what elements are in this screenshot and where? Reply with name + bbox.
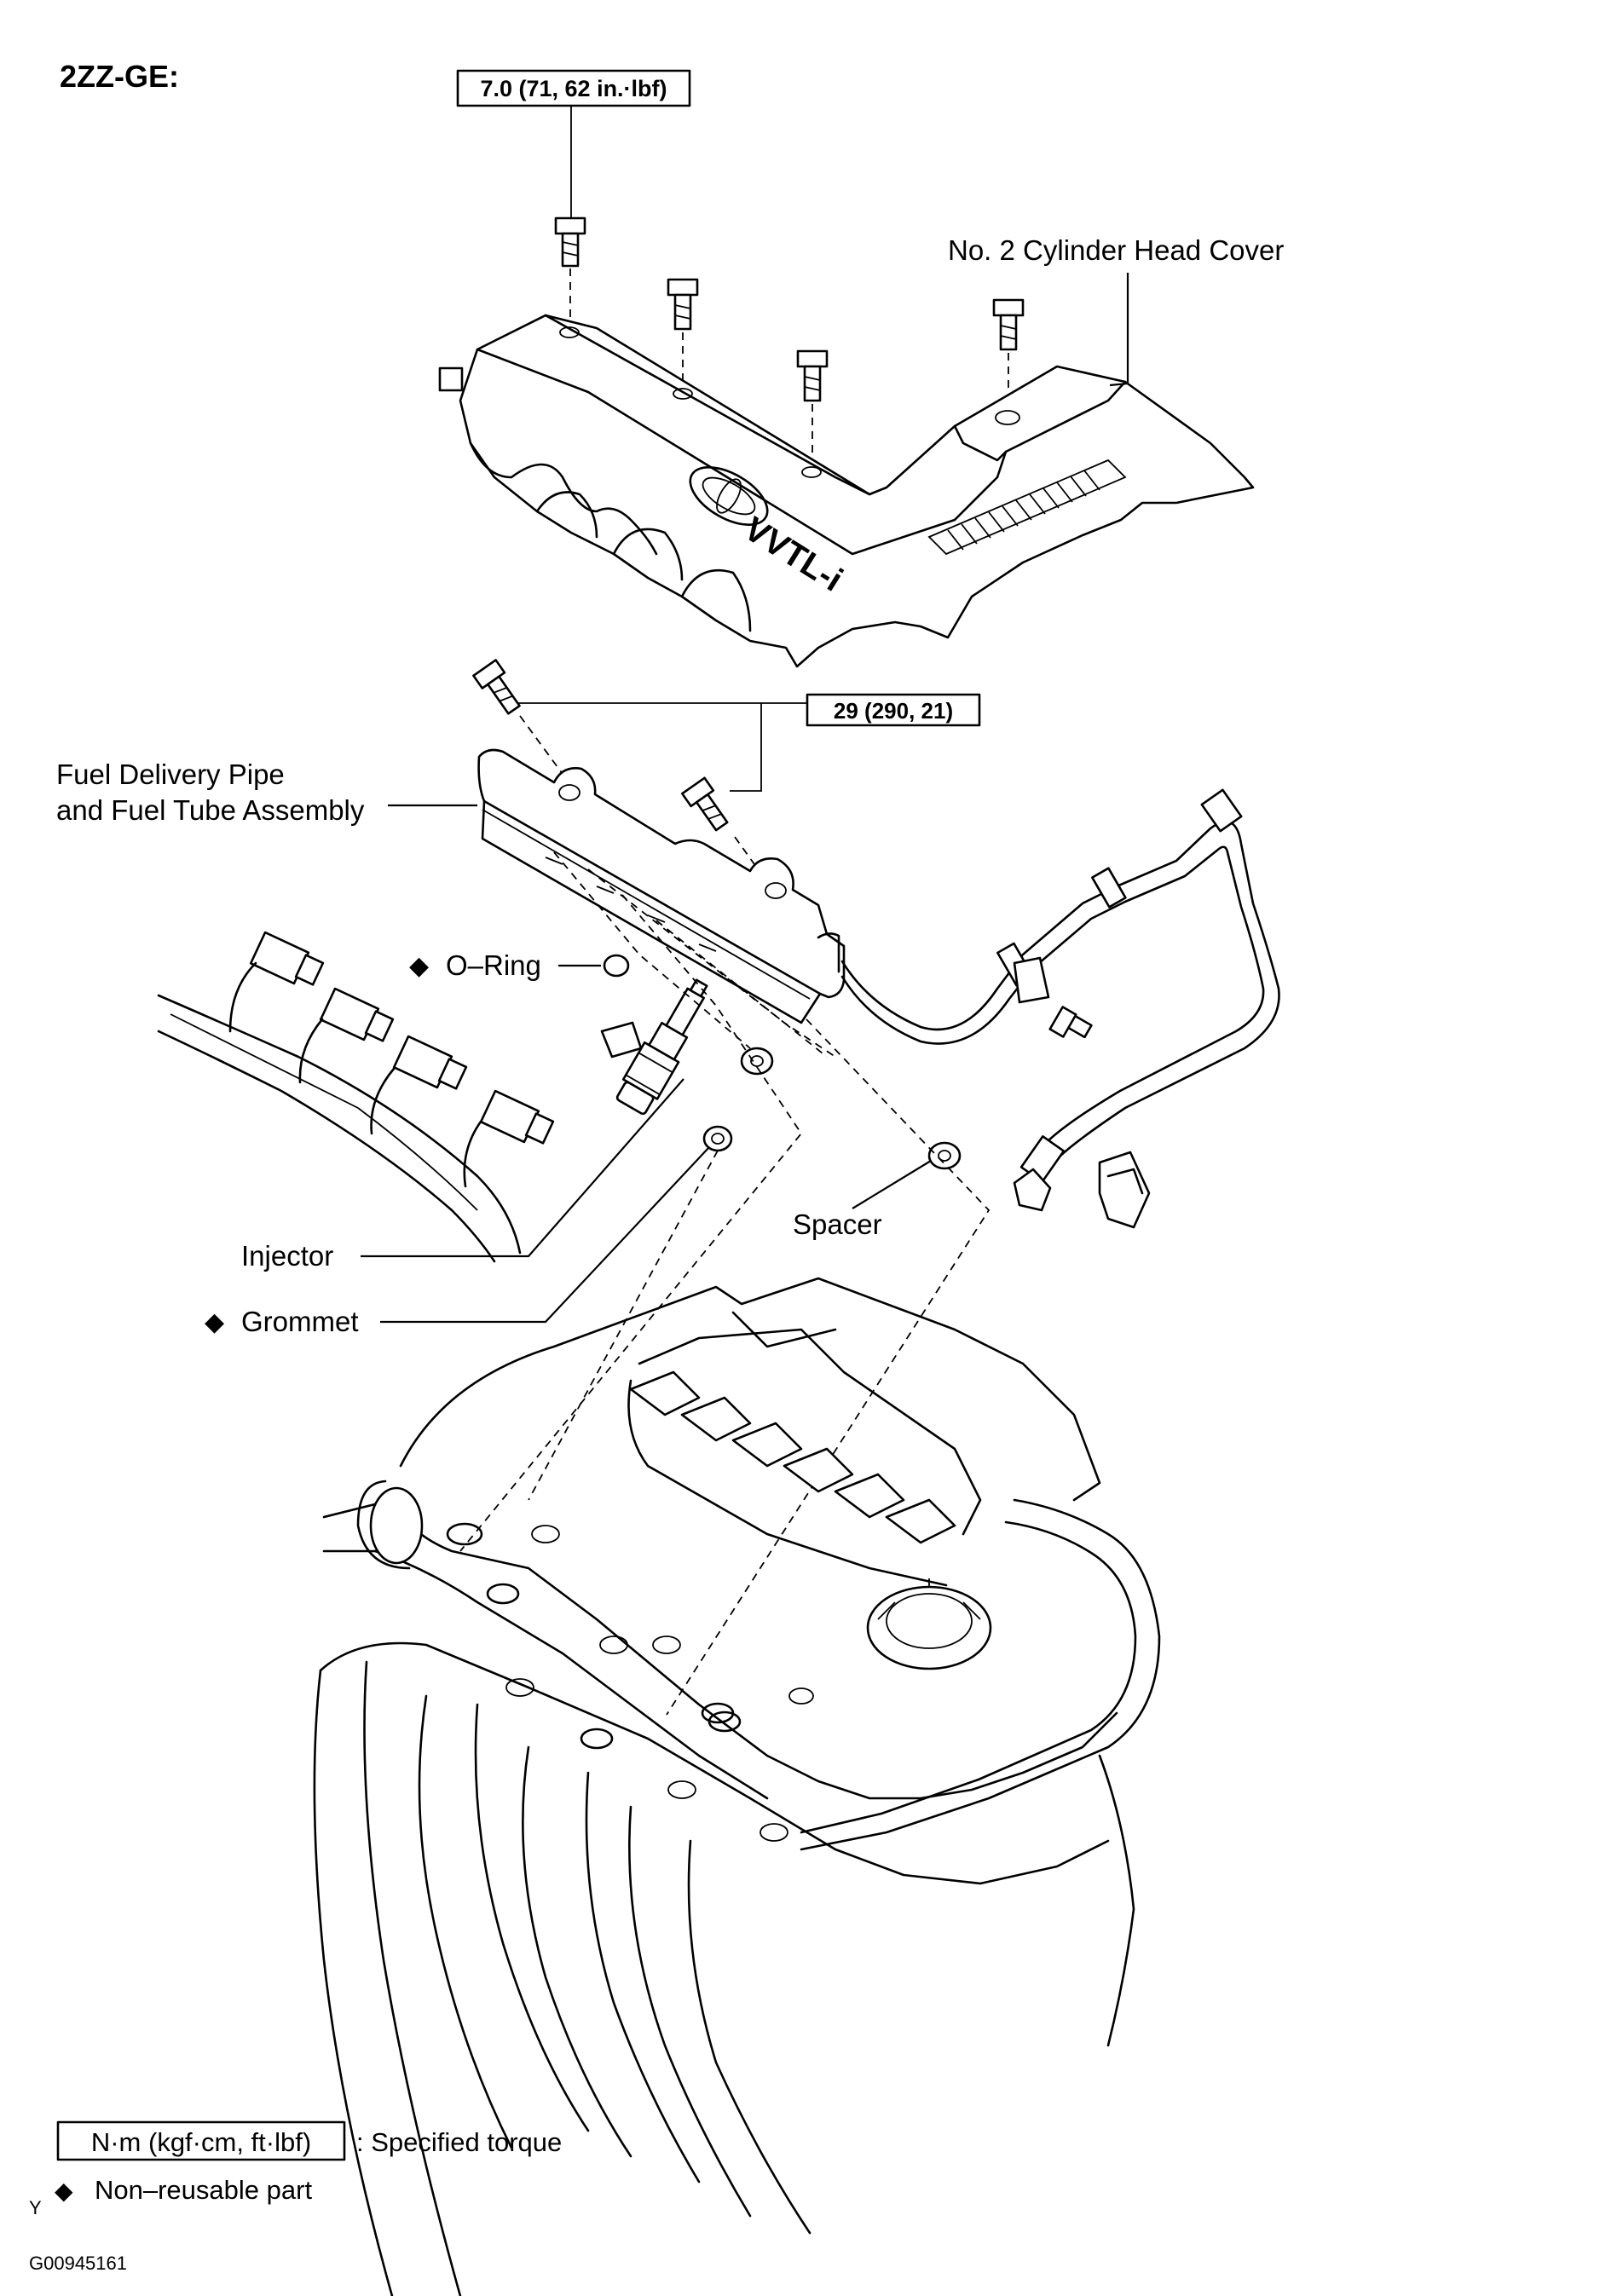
cylinder-head-cover: VVTL-i	[438, 314, 1255, 668]
figure-id: G00945161	[29, 2253, 127, 2274]
corner-mark: Y	[29, 2197, 42, 2218]
legend-torque-desc: : Specified torque	[356, 2127, 562, 2157]
grommet-hole	[711, 1133, 725, 1145]
label-fuel-delivery-pipe-line1: Fuel Delivery Pipe	[56, 759, 285, 790]
fuel-tube-clamp-bolt	[1048, 1006, 1093, 1039]
legend-torque-unit: N·m (kgf·cm, ft·lbf)	[91, 2127, 311, 2157]
toyota-emblem	[689, 466, 769, 526]
label-injector: Injector	[241, 1240, 333, 1272]
legend-torque-box	[56, 2120, 346, 2161]
fuel-pipe-bolt-1	[472, 659, 568, 781]
coil-connector-3	[370, 1035, 468, 1135]
torque-callout-cover-bolts: 7.0 (71, 62 in.·lbf)	[456, 69, 691, 217]
legend: N·m (kgf·cm, ft·lbf) : Specified torque …	[55, 2120, 562, 2205]
engine-cylinder-head	[322, 1277, 1118, 1800]
spacer-2	[927, 1141, 962, 1170]
engine-code-title: 2ZZ-GE:	[60, 59, 179, 94]
label-no2-cylinder-head-cover: No. 2 Cylinder Head Cover	[948, 234, 1284, 266]
spacer-1	[740, 1047, 774, 1076]
coil-connector-1	[228, 931, 325, 1033]
cover-bolt-4	[992, 298, 1025, 416]
spacer-1-hole	[750, 1055, 764, 1067]
coil-connector-2	[298, 987, 395, 1084]
fuel-pipe-bolt-2	[680, 776, 772, 889]
intake-manifold	[313, 1498, 1161, 2296]
fuel-delivery-pipe	[477, 748, 846, 1024]
label-o-ring: O–Ring	[446, 949, 541, 981]
legend-nonreusable-desc: Non–reusable part	[95, 2175, 312, 2205]
cover-bolt-1	[554, 216, 586, 331]
leader-spacer	[852, 1160, 932, 1209]
alignment-dashed-lines	[459, 851, 991, 1716]
leader-injector	[361, 1078, 684, 1258]
spacer-2-hole	[938, 1150, 951, 1162]
torque-value-cover: 7.0 (71, 62 in.·lbf)	[480, 76, 667, 101]
label-grommet: Grommet	[241, 1306, 359, 1337]
fuel-tube-retainer-clip	[1098, 1151, 1151, 1229]
fuel-tube-assembly	[840, 788, 1280, 1229]
o-ring	[603, 954, 630, 978]
label-fuel-delivery-pipe-line2: and Fuel Tube Assembly	[56, 794, 365, 826]
cover-bolt-2	[667, 278, 699, 392]
legend-diamond: ◆	[55, 2178, 73, 2204]
leader-grommet	[380, 1146, 710, 1324]
torque-callout-fuel-pipe: 29 (290, 21)	[511, 693, 981, 792]
engine-ignition-coils	[629, 1370, 956, 1544]
leader-cylinder-head-cover	[1109, 273, 1129, 387]
ignition-coil-wire-harness	[157, 931, 555, 1263]
label-spacer: Spacer	[793, 1209, 882, 1240]
o-ring-diamond: ◆	[409, 952, 429, 980]
cover-vent-louvers	[927, 459, 1127, 556]
fuel-injector	[600, 978, 708, 1116]
coil-connector-4	[463, 1089, 555, 1188]
oil-filler-cap	[866, 1578, 992, 1670]
torque-value-pipe: 29 (290, 21)	[834, 698, 953, 724]
grommet-diamond: ◆	[205, 1308, 224, 1336]
